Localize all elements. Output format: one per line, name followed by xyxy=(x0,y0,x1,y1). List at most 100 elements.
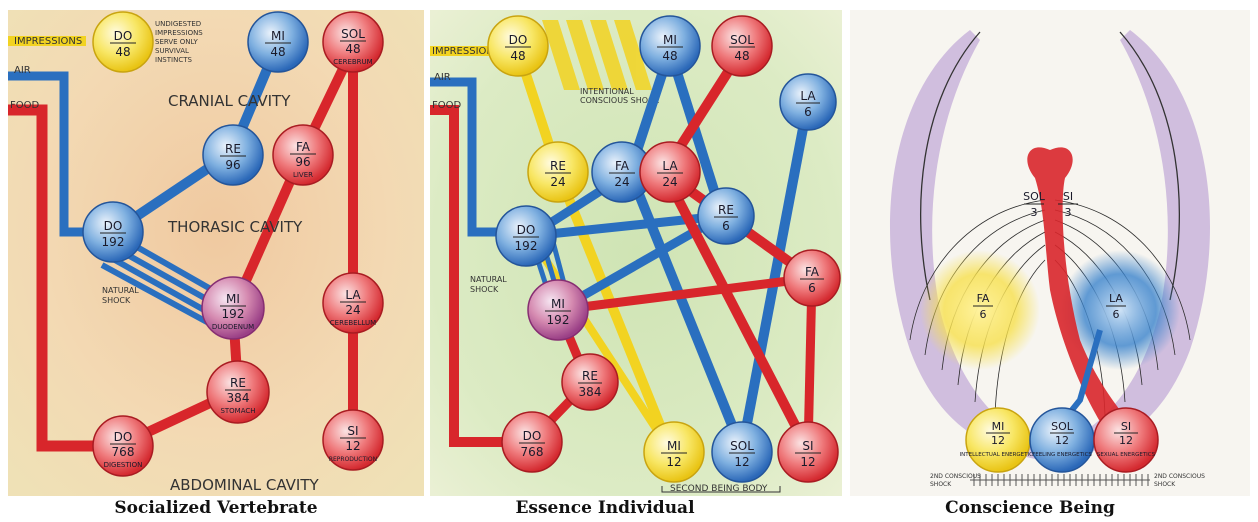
node-si-12: SI 12 SEXUAL ENERGETICS xyxy=(1093,407,1159,473)
panel-socialized-vertebrate: IMPRESSIONS AIR FOOD DO 48 xyxy=(8,10,424,496)
svg-text:192: 192 xyxy=(515,239,538,253)
svg-text:SERVE ONLY: SERVE ONLY xyxy=(155,38,199,46)
svg-text:SEXUAL ENERGETICS: SEXUAL ENERGETICS xyxy=(1097,452,1156,458)
svg-text:RE: RE xyxy=(550,159,566,173)
svg-text:LA: LA xyxy=(662,159,678,173)
node-mi-192: MI 192 xyxy=(527,279,589,341)
central-stream xyxy=(1027,147,1135,440)
left-wing-outline xyxy=(920,31,981,301)
air-label: AIR xyxy=(14,65,31,76)
svg-text:768: 768 xyxy=(521,445,544,459)
connections xyxy=(513,47,817,453)
caption-conscience-being: Conscience Being xyxy=(945,498,1115,518)
node-re-384: RE 384 xyxy=(561,353,619,411)
la-halo xyxy=(1060,250,1180,370)
svg-text:DO: DO xyxy=(104,219,123,233)
diagram-essence-individual: IMPRESSIONS AIR FOOD INTENTIONAL CONSCIO… xyxy=(430,10,842,496)
panel-conscience-being: SOL 3 SI 3 FA 6 LA 6 MI 12 INTELLECTUAL … xyxy=(850,10,1250,496)
svg-text:FA: FA xyxy=(805,265,820,279)
natural-shock-label: NATURAL SHOCK xyxy=(470,275,507,294)
node-la-24: LA 24 CEREBELLUM xyxy=(322,272,384,334)
svg-text:6: 6 xyxy=(804,105,812,119)
svg-text:384: 384 xyxy=(579,385,602,399)
svg-text:48: 48 xyxy=(345,42,360,56)
svg-text:2ND CONSCIOUS: 2ND CONSCIOUS xyxy=(930,473,981,480)
svg-text:MI: MI xyxy=(271,29,285,43)
impressions-strip xyxy=(8,36,86,46)
node-do-768: DO 768 DIGESTION xyxy=(92,415,154,477)
svg-text:DO: DO xyxy=(517,223,536,237)
svg-text:12: 12 xyxy=(666,455,681,469)
node-sol-12: SOL 12 xyxy=(711,421,773,483)
node-do-192: DO 192 xyxy=(495,205,557,267)
diagram-conscience-being: SOL 3 SI 3 FA 6 LA 6 MI 12 INTELLECTUAL … xyxy=(850,10,1250,496)
node-fa-6: FA 6 xyxy=(973,292,993,321)
svg-text:SI: SI xyxy=(802,439,813,453)
svg-text:48: 48 xyxy=(115,45,130,59)
svg-text:48: 48 xyxy=(270,45,285,59)
svg-text:LA: LA xyxy=(345,288,361,302)
svg-text:3: 3 xyxy=(1065,206,1072,219)
shock-label-right: 2ND CONSCIOUS SHOCK xyxy=(1154,473,1205,488)
node-re-24: RE 24 xyxy=(527,141,589,203)
svg-text:SHOCK: SHOCK xyxy=(1154,481,1176,488)
svg-text:12: 12 xyxy=(1055,434,1069,447)
svg-text:LIVER: LIVER xyxy=(293,171,313,179)
svg-text:MI: MI xyxy=(992,420,1005,433)
food-label: FOOD xyxy=(432,100,461,111)
cranial-cavity-label: CRANIAL CAVITY xyxy=(168,92,291,110)
fa-halo xyxy=(920,250,1040,370)
svg-text:768: 768 xyxy=(112,445,135,459)
svg-text:UNDIGESTED: UNDIGESTED xyxy=(155,20,201,28)
svg-text:6: 6 xyxy=(1113,308,1120,321)
caption-socialized-vertebrate: Socialized Vertebrate xyxy=(114,498,318,518)
svg-text:INTENTIONAL: INTENTIONAL xyxy=(580,87,634,96)
node-fa-6: FA 6 xyxy=(783,249,841,307)
natural-shock-label: NATURAL SHOCK xyxy=(102,286,139,305)
svg-text:DIGESTION: DIGESTION xyxy=(104,461,143,469)
node-do-48: DO 48 xyxy=(487,15,549,77)
svg-text:192: 192 xyxy=(102,235,125,249)
node-si-12: SI 12 REPRODUCTION xyxy=(322,409,384,471)
svg-text:DO: DO xyxy=(114,430,133,444)
node-do-192: DO 192 xyxy=(82,201,144,263)
svg-text:RE: RE xyxy=(718,203,734,217)
svg-text:IMPRESSIONS: IMPRESSIONS xyxy=(155,29,203,37)
svg-text:RE: RE xyxy=(230,376,246,390)
svg-text:96: 96 xyxy=(225,158,240,172)
food-path xyxy=(430,105,520,447)
svg-text:NATURAL: NATURAL xyxy=(102,286,139,295)
node-mi-48: MI 48 xyxy=(639,15,701,77)
svg-text:STOMACH: STOMACH xyxy=(220,407,255,415)
svg-text:FA: FA xyxy=(615,159,630,173)
svg-text:SI: SI xyxy=(347,424,358,438)
food-label: FOOD xyxy=(10,100,39,111)
thorasic-cavity-label: THORASIC CAVITY xyxy=(167,218,303,236)
svg-text:CONSCIOUS SHOCK: CONSCIOUS SHOCK xyxy=(580,96,660,105)
svg-text:12: 12 xyxy=(734,455,749,469)
diagram-socialized-vertebrate: IMPRESSIONS AIR FOOD DO 48 xyxy=(8,10,424,496)
node-re-6: RE 6 xyxy=(697,187,755,245)
node-fa-96: FA 96 LIVER xyxy=(272,124,334,186)
svg-text:REPRODUCTION: REPRODUCTION xyxy=(329,456,377,463)
svg-text:DO: DO xyxy=(114,29,133,43)
svg-text:RE: RE xyxy=(582,369,598,383)
food-path xyxy=(8,104,104,452)
svg-text:SOL: SOL xyxy=(341,27,365,41)
svg-text:12: 12 xyxy=(345,439,360,453)
svg-text:SHOCK: SHOCK xyxy=(930,481,952,488)
node-mi-12: MI 12 xyxy=(643,421,705,483)
node-sol-12: SOL 12 FEELING ENERGETICS xyxy=(1029,407,1095,473)
svg-text:SOL: SOL xyxy=(1023,190,1046,203)
svg-text:FEELING ENERGETICS: FEELING ENERGETICS xyxy=(1032,452,1092,458)
svg-text:6: 6 xyxy=(722,219,730,233)
svg-text:24: 24 xyxy=(614,175,629,189)
svg-text:INSTINCTS: INSTINCTS xyxy=(155,56,192,64)
node-la-6: LA 6 xyxy=(1106,292,1126,321)
svg-text:12: 12 xyxy=(991,434,1005,447)
svg-text:DO: DO xyxy=(523,429,542,443)
node-sol-48: SOL 48 CEREBRUM xyxy=(322,11,384,73)
node-sol-3: SOL 3 xyxy=(1023,190,1046,219)
left-wing xyxy=(890,30,1050,460)
svg-text:SI: SI xyxy=(1063,190,1073,203)
